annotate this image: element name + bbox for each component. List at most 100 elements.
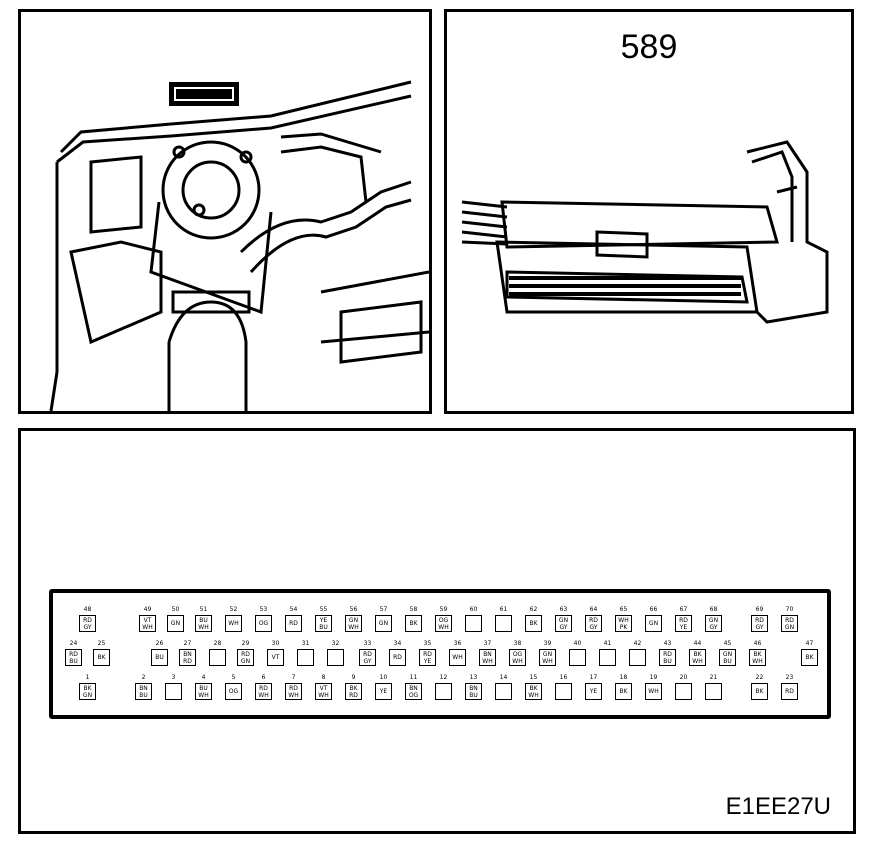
pin-cell [705,683,722,700]
wire-color-code: GY [755,623,764,631]
wire-color-code: RD [259,684,268,692]
pin-number: 7 [291,674,296,681]
wire-color-code: GN [722,650,733,658]
wire-color-code: BU [319,623,328,631]
pin-number: 16 [559,674,568,681]
pin-number: 1 [85,674,90,681]
pin-number: 34 [393,640,402,647]
wire-color-code: WH [482,657,493,665]
wire-color-code: RD [663,650,672,658]
pin-number: 67 [679,606,688,613]
wire-color-code: OG [258,620,269,627]
wire-color-code: GN [542,650,553,658]
wire-color-code: RD [755,616,764,624]
pin-cell [209,649,226,666]
wire-color-code: BK [529,620,538,627]
wire-color-code: BU [199,616,208,624]
pin-cell: RD [781,683,798,700]
wire-color-code: GY [709,623,718,631]
wire-color-code: WH [512,657,523,665]
pin-cell: BK [801,649,818,666]
wire-color-code: OG [438,616,449,624]
wire-color-code: RD [241,650,250,658]
wire-color-code: RD [589,616,598,624]
wire-color-code: PK [619,623,628,631]
wire-color-code: YE [589,688,598,695]
pin-number: 58 [409,606,418,613]
wire-color-code: GN [558,616,569,624]
pin-number: 59 [439,606,448,613]
wire-color-code: BK [753,650,762,658]
pin-number: 39 [543,640,552,647]
engine-bay-illustration [18,9,432,414]
wire-color-code: BU [155,654,164,661]
pin-number: 17 [589,674,598,681]
wire-color-code: BK [619,688,628,695]
wire-color-code: GN [82,691,93,699]
wire-color-code: BN [469,684,478,692]
wire-color-code: BK [409,620,418,627]
pin-number: 53 [259,606,268,613]
wire-color-code: GN [648,620,659,627]
engine-bay-drawing [49,80,429,411]
pin-number: 28 [213,640,222,647]
pin-number: 50 [171,606,180,613]
pin-number: 23 [785,674,794,681]
pin-cell: BK [93,649,110,666]
pin-number: 11 [409,674,418,681]
pin-number: 62 [529,606,538,613]
pin-number: 30 [271,640,280,647]
pin-number: 20 [679,674,688,681]
wire-color-code: VT [271,654,280,661]
wire-color-code: RD [183,657,192,665]
illustration-number: 589 [620,28,678,66]
pin-number: 45 [723,640,732,647]
wire-color-code: BK [755,688,764,695]
pin-cell: RD [285,615,302,632]
pin-cell [569,649,586,666]
pin-cell: OG [255,615,272,632]
wire-color-code: BN [139,684,148,692]
pin-number: 21 [709,674,718,681]
wire-color-code: GN [170,620,181,627]
pin-number: 31 [301,640,310,647]
wire-color-code: BK [83,684,92,692]
wire-color-code: GY [589,623,598,631]
pin-cell [555,683,572,700]
pin-number: 13 [469,674,478,681]
pin-number: 5 [231,674,236,681]
pin-cell [599,649,616,666]
pin-number: 44 [693,640,702,647]
pin-number: 24 [69,640,78,647]
wire-color-code: WH [198,623,209,631]
wire-color-code: GN [708,616,719,624]
pin-number: 46 [753,640,762,647]
wire-color-code: WH [198,691,209,699]
pin-cell [629,649,646,666]
pin-number: 2 [141,674,146,681]
pin-cell: GN [167,615,184,632]
pin-number: 68 [709,606,718,613]
pin-number: 48 [83,606,92,613]
pin-number: 41 [603,640,612,647]
pin-number: 65 [619,606,628,613]
